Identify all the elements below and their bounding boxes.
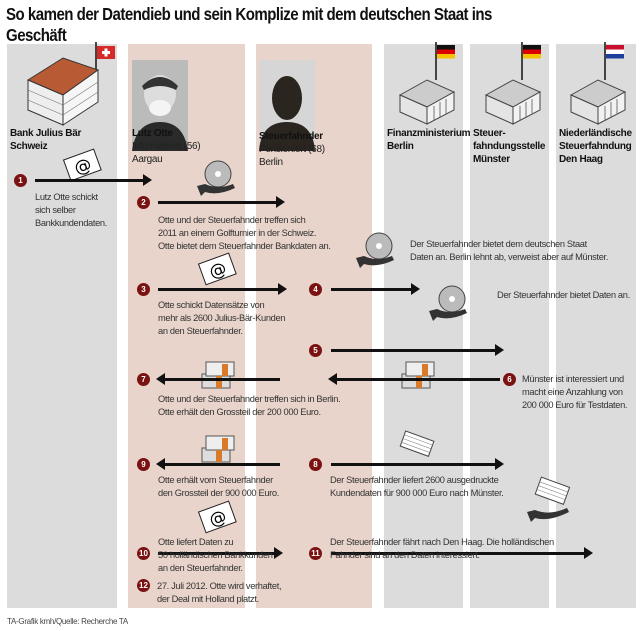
page-title: So kamen der Datendieb und sein Komplize… (6, 4, 492, 45)
money-stack-icon (201, 435, 235, 463)
step-badge-10: 10 (137, 547, 150, 560)
svg-text:@: @ (207, 507, 230, 532)
government-building-icon (569, 42, 627, 125)
step-badge-3: 3 (137, 283, 150, 296)
step-badge-8: 8 (309, 458, 322, 471)
step-badge-4: 4 (309, 283, 322, 296)
money-stack-icon (401, 361, 435, 389)
arrow-step-2 (158, 196, 285, 208)
government-building-icon (398, 42, 456, 125)
arrow-step-3 (158, 283, 287, 295)
cd-hand-icon (356, 232, 394, 268)
money-stack-icon (201, 361, 235, 389)
step-badge-9: 9 (137, 458, 150, 471)
source-footer: TA-Grafik kmh/Quelle: Recherche TA (7, 617, 128, 626)
step-text-4: Der Steuerfahnder bietet dem deutschen S… (410, 239, 608, 262)
arrow-step-9 (156, 458, 280, 470)
cd-hand-icon (197, 160, 235, 196)
arrow-step-6 (328, 373, 500, 385)
cd-hand-icon (429, 285, 467, 321)
step-badge-1: 1 (14, 174, 27, 187)
step-text-11: Der Steuerfahnder fährt nach Den Haag. D… (330, 537, 554, 560)
arrow-step-7 (156, 373, 280, 385)
step-text-5: Der Steuerfahnder bietet Daten an. (497, 290, 630, 300)
lutz-otte-photo (132, 60, 188, 151)
step-text-7: Otte und der Steuerfahnder treffen sich … (158, 394, 341, 417)
step-text-8: Der Steuerfahnder liefert 2600 ausgedruc… (330, 475, 504, 498)
arrow-step-10 (158, 547, 283, 559)
column-bank (7, 44, 117, 608)
paper-stack-icon (399, 430, 435, 457)
arrow-step-8 (331, 458, 504, 470)
envelope-icon: @ (197, 252, 237, 286)
arrow-step-4 (331, 283, 420, 295)
step-badge-2: 2 (137, 196, 150, 209)
svg-text:@: @ (207, 259, 230, 284)
envelope-icon: @ (197, 500, 237, 534)
step-badge-5: 5 (309, 344, 322, 357)
step-badge-12: 12 (137, 579, 150, 592)
steuerfahnder-silhouette (259, 60, 315, 151)
paper-hand-icon (527, 476, 571, 522)
step-badge-6: 6 (503, 373, 516, 386)
step-badge-11: 11 (309, 547, 322, 560)
column-finanzministerium (384, 44, 463, 608)
svg-text:@: @ (72, 155, 95, 180)
government-building-icon (484, 42, 542, 125)
step-text-12: 27. Juli 2012. Otte wird verhaftet,der D… (157, 581, 282, 604)
envelope-icon: @ (62, 148, 102, 182)
step-badge-7: 7 (137, 373, 150, 386)
bank-building-icon (26, 42, 115, 126)
arrow-step-11 (331, 547, 593, 559)
column-den-haag (556, 44, 636, 608)
arrow-step-5 (331, 344, 504, 356)
arrow-step-1 (35, 174, 152, 186)
